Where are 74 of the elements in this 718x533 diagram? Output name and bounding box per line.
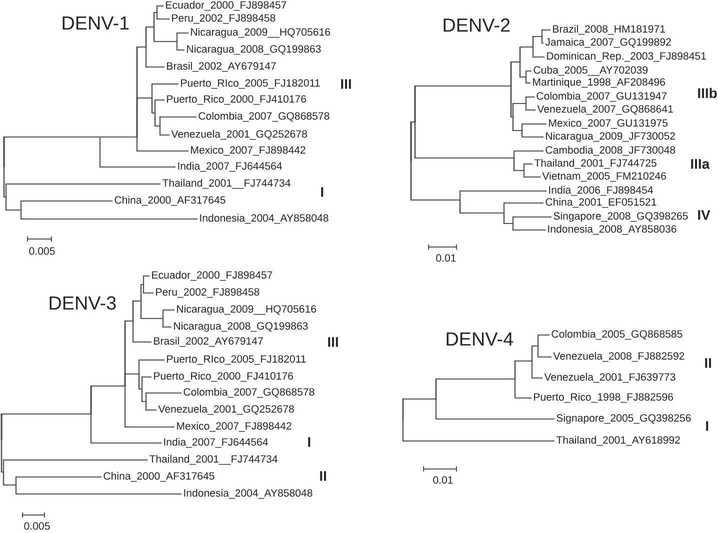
taxon-label: Mexico_2007_GU131975 xyxy=(549,118,668,129)
taxon-label: Peru_2002_FJ898458 xyxy=(156,288,260,298)
taxon-label: Nicaragua_2008_GQ199863 xyxy=(187,44,321,55)
clade-label: I xyxy=(321,187,324,197)
clade-label: II xyxy=(320,471,326,481)
panel-title: DENV-3 xyxy=(50,296,116,310)
taxon-label: Peru_2002_FJ898458 xyxy=(172,14,276,24)
scale-value: 0.005 xyxy=(29,247,55,255)
taxon-label: China_2000_AF317645 xyxy=(114,196,226,206)
taxon-label: Colombia_2007_GU131947 xyxy=(536,92,667,102)
taxon-label: Cambodia_2008_JF730048 xyxy=(546,146,676,156)
clade-label: I xyxy=(308,437,310,447)
taxon-label: India_2006_FJ898454 xyxy=(549,186,653,196)
taxon-label: Nicaragua_2009_JF730052 xyxy=(546,132,675,142)
taxon-label: Colombia_2007_GQ868578 xyxy=(198,112,330,122)
taxon-label: Venezuela_2001_GQ252678 xyxy=(171,130,307,140)
taxon-label: Nicaragua_2008_GQ199863 xyxy=(174,322,308,332)
taxon-label: Brasil_2002_AY679147 xyxy=(167,62,276,72)
taxon-label: Thailand_2001_AY618992 xyxy=(556,436,680,446)
taxon-label: Venezuela_2001_GQ252678 xyxy=(158,404,294,415)
taxon-label: China_2000_AF317645 xyxy=(104,472,214,482)
taxon-label: India_2007_FJ644564 xyxy=(178,162,282,172)
taxon-label: Puerto_RIco_2005_FJ182011 xyxy=(167,355,306,365)
taxon-label: Nicaragua_2009__HQ705616 xyxy=(191,28,330,38)
taxon-label: Venezuela_2007_GQ868641 xyxy=(537,104,673,115)
taxon-label: China_2001_EF051521 xyxy=(546,198,656,208)
taxon-label: Dominican_Rep._2003_FJ898451 xyxy=(547,52,706,62)
clade-label: III xyxy=(341,79,351,89)
taxon-label: Singapore_2008_GQ398265 xyxy=(554,212,688,222)
taxon-label: Mexico_2007_FJ898442 xyxy=(191,146,306,156)
clade-label: III xyxy=(328,337,338,347)
taxon-label: Puerto_Rico_1998_FJ882596 xyxy=(534,392,674,403)
taxon-label: Vietnam_2005_FM210246 xyxy=(542,172,666,182)
taxon-label: Brazil_2008_HM181971 xyxy=(553,24,665,35)
taxon-label: Nicaragua_2009__HQ705616 xyxy=(177,304,316,315)
tree-branch xyxy=(402,420,554,442)
taxon-label: Colombia_2005_GQ868585 xyxy=(552,330,682,340)
panel-title: DENV-1 xyxy=(62,16,129,30)
clade-label: IIIa xyxy=(691,159,710,169)
taxon-label: Puerto_RIco_2005_FJ182011 xyxy=(181,79,320,89)
clade-label: I xyxy=(706,421,708,431)
taxon-label: Venezuela_2001_FJ639773 xyxy=(544,372,676,383)
taxon-label: Indonesia_2004_AY858048 xyxy=(184,488,312,499)
panel-title: DENV-4 xyxy=(446,332,514,346)
tree-branch xyxy=(402,398,554,420)
taxon-label: Signapore_2005_GQ398256 xyxy=(556,414,691,424)
tree-branch xyxy=(0,413,162,444)
tree-branch xyxy=(0,440,182,495)
taxon-label: Indonesia_2004_AY858048 xyxy=(200,214,328,224)
taxon-label: Ecuador_2000_FJ898457 xyxy=(166,0,286,11)
scale-value: 0.01 xyxy=(436,254,456,262)
scale-value: 0.01 xyxy=(433,476,453,484)
taxon-label: Colombia_2007_GQ868578 xyxy=(184,388,314,398)
taxon-label: India_2007_FJ644564 xyxy=(164,438,268,448)
tree-branch xyxy=(3,167,198,220)
taxon-label: Brasil_2002_AY679147 xyxy=(154,336,263,347)
clade-label: IIIb xyxy=(698,88,717,98)
taxon-label: Martinique_1998_AF208496 xyxy=(533,78,665,88)
taxon-label: Thailand_2001__FJ744734 xyxy=(162,178,290,189)
taxon-label: Ecuador_2000_FJ898457 xyxy=(152,270,272,281)
taxon-label: Thailand_2001__FJ744734 xyxy=(149,454,278,465)
panel-title: DENV-2 xyxy=(444,18,510,32)
taxon-label: Mexico_2007_FJ898442 xyxy=(177,422,292,432)
tree-branch xyxy=(410,121,540,178)
taxon-label: Cuba_2005__AY702039 xyxy=(534,66,648,76)
clade-label: II xyxy=(705,358,712,368)
taxon-label: Thailand_2001_FJ744725 xyxy=(534,158,656,169)
scale-value: 0.005 xyxy=(24,522,50,530)
taxon-label: Indonesia_2008_AY858036 xyxy=(548,224,676,235)
clade-label: IV xyxy=(698,210,710,220)
taxon-label: Venezuela_2008_FJ882592 xyxy=(553,352,684,362)
taxon-label: Jamaica_2007_GQ199892 xyxy=(545,38,671,48)
taxon-label: Puerto_Rico_2000_FJ410176 xyxy=(154,372,294,382)
taxon-label: Puerto_Rico_2000_FJ410176 xyxy=(167,94,306,105)
